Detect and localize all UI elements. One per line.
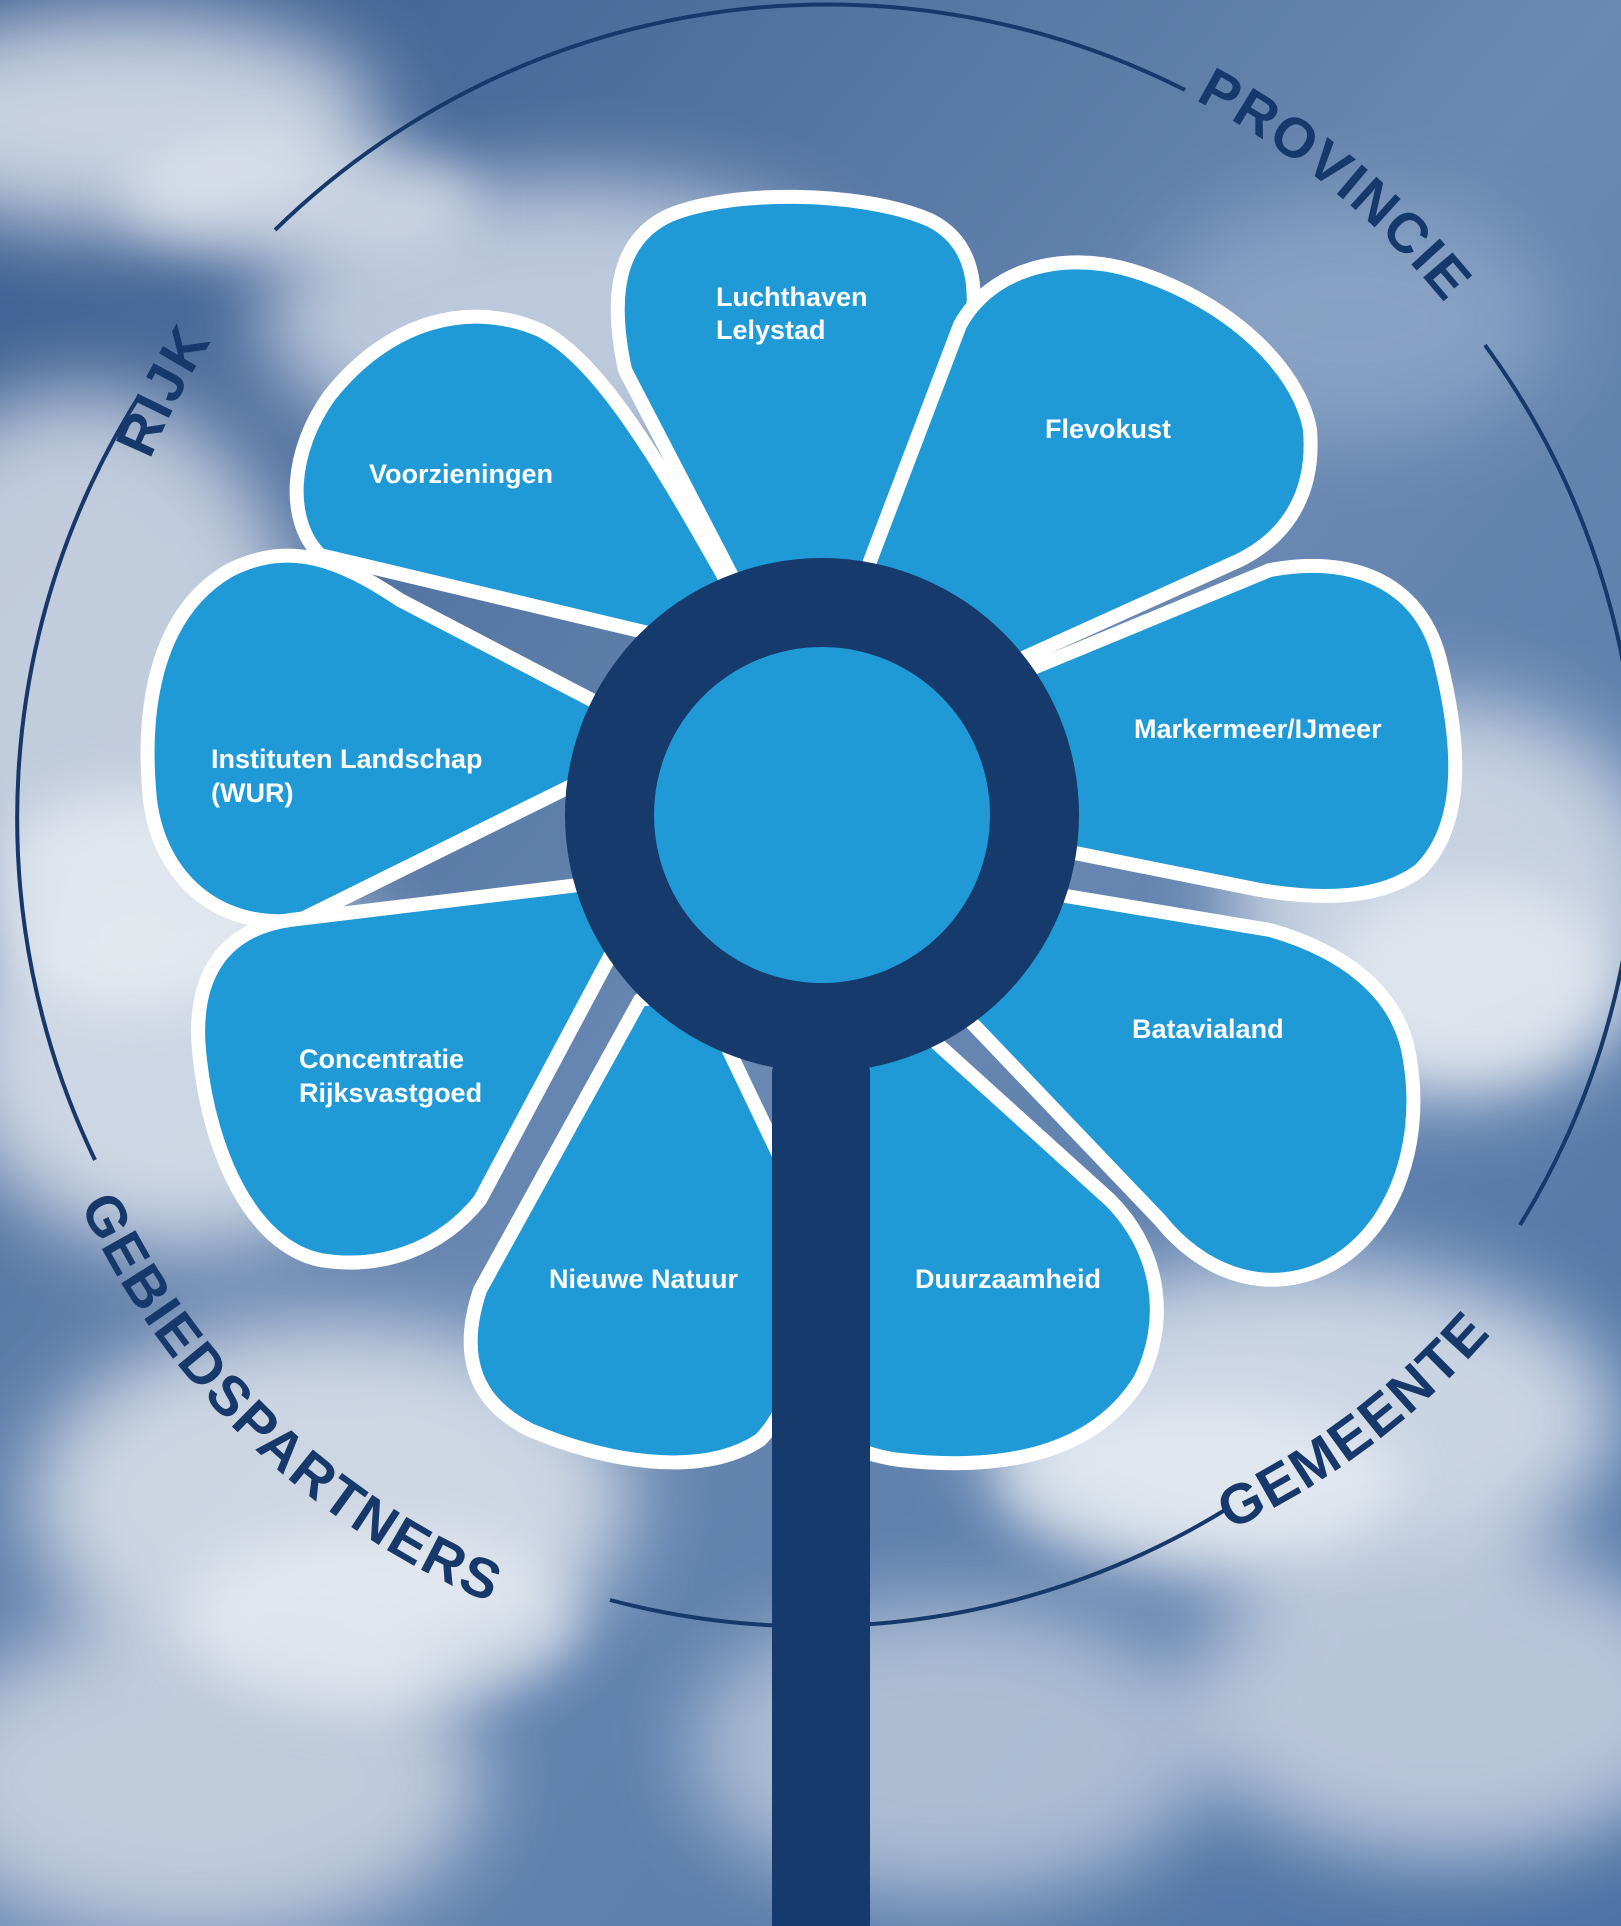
label-concentratie: Concentratie Rijksvastgoed	[299, 1044, 482, 1108]
circle-segment-left	[15, 393, 142, 1161]
label-duurzaamheid: Duurzaamheid	[915, 1264, 1101, 1294]
petal-batavialand	[943, 873, 1421, 1287]
petal-concentratie	[191, 873, 647, 1270]
label-luchthaven: Luchthaven Lelystad	[716, 282, 875, 345]
petal-labels: Luchthaven Lelystad Flevokust Markermeer…	[211, 282, 1382, 1294]
label-nieuwe-natuur: Nieuwe Natuur	[549, 1264, 739, 1294]
petal-voorzieningen	[289, 309, 767, 657]
circle-segment-right	[1483, 343, 1621, 1227]
center-disc	[654, 647, 990, 983]
label-instituten: Instituten Landschap (WUR)	[211, 744, 490, 808]
flower-center	[565, 558, 1079, 1926]
petal-flevokust	[833, 255, 1318, 707]
stem	[772, 1060, 870, 1926]
label-markermeer: Markermeer/IJmeer	[1134, 714, 1382, 744]
circle-segment-bottom	[609, 1508, 1227, 1629]
label-flevokust: Flevokust	[1045, 414, 1171, 444]
label-batavialand: Batavialand	[1132, 1014, 1284, 1044]
label-voorzieningen: Voorzieningen	[369, 459, 553, 489]
circle-segment-top	[273, 2, 1186, 232]
petals	[140, 189, 1463, 1471]
petal-markermeer	[953, 558, 1463, 903]
stakeholder-circle	[15, 2, 1621, 1629]
